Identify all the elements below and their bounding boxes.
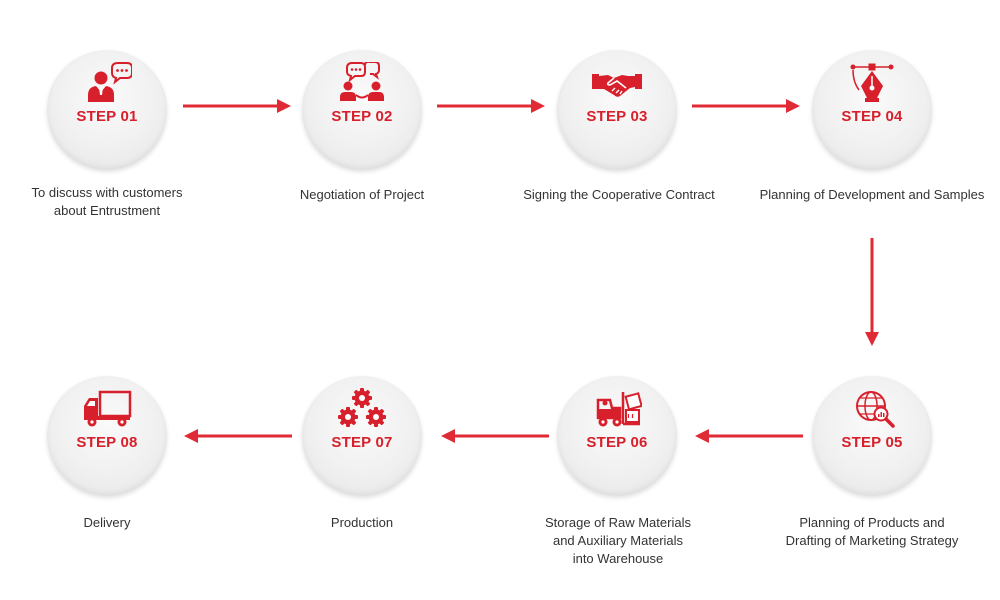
step-05-caption: Planning of Products and Drafting of Mar… (785, 515, 959, 548)
gears-icon (337, 388, 387, 428)
step-08-caption: Delivery (83, 515, 131, 530)
step-label: STEP 03 (586, 108, 648, 125)
step-label: STEP 06 (586, 434, 648, 451)
step-08: STEP 08 (47, 376, 167, 496)
step-01-circle (47, 50, 167, 170)
step-02-circle (302, 50, 422, 170)
step-01-caption: To discuss with customers about Entrustm… (31, 185, 183, 218)
step-label: STEP 02 (331, 108, 393, 125)
step-06-caption: Storage of Raw Materials and Auxiliary M… (545, 515, 691, 566)
step-label: STEP 04 (841, 108, 903, 125)
step-07-caption: Production (330, 515, 394, 530)
arrow-step07-to-step08 (184, 429, 292, 443)
arrow-step03-to-step04 (692, 99, 800, 113)
step-label: STEP 07 (331, 434, 393, 451)
pen-tool-icon (847, 62, 897, 102)
arrow-step02-to-step03 (437, 99, 545, 113)
step-08-circle (47, 376, 167, 496)
arrow-step06-to-step07 (441, 429, 549, 443)
customer-chat-icon (82, 62, 132, 102)
step-06: STEP 06 (557, 376, 677, 496)
step-04: STEP 04 (812, 50, 932, 170)
step-02-caption: Negotiation of Project (299, 187, 425, 202)
arrow-step05-to-step06 (695, 429, 803, 443)
step-07: STEP 07 (302, 376, 422, 496)
step-01: STEP 01 (47, 50, 167, 170)
truck-icon (82, 388, 132, 428)
step-06-circle (557, 376, 677, 496)
step-label: STEP 01 (76, 108, 138, 125)
step-label: STEP 05 (841, 434, 903, 451)
negotiation-icon (337, 62, 387, 102)
step-05: STEP 05 (812, 376, 932, 496)
step-03-circle (557, 50, 677, 170)
forklift-icon (592, 388, 642, 428)
arrow-step04-to-step05 (865, 238, 879, 346)
step-label: STEP 08 (76, 434, 138, 451)
arrow-step01-to-step02 (183, 99, 291, 113)
step-02: STEP 02 (302, 50, 422, 170)
step-03-caption: Signing the Cooperative Contract (523, 187, 715, 202)
handshake-icon (592, 62, 642, 102)
globe-search-icon (847, 388, 897, 428)
step-03: STEP 03 (557, 50, 677, 170)
step-04-caption: Planning of Development and Samples (759, 187, 985, 202)
step-05-circle (812, 376, 932, 496)
